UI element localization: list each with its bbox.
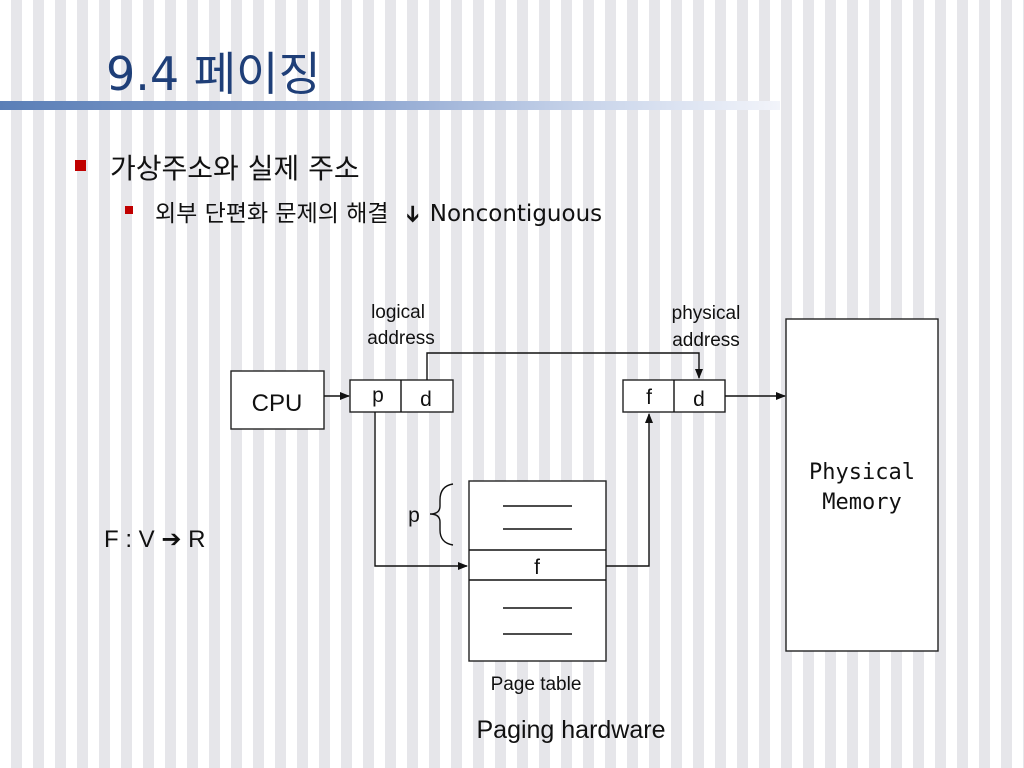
page-table-box: [468, 480, 607, 662]
logical-d-label: d: [420, 388, 432, 411]
logical-p-label: p: [372, 384, 384, 407]
physical-address-caption-line1: physical: [672, 303, 741, 324]
physical-memory-box: [785, 318, 939, 652]
noncontiguous-label: Noncontiguous: [429, 201, 603, 227]
physical-d-label: d: [693, 388, 705, 411]
page-index-brace: [429, 483, 454, 546]
frame-number-arrow: [606, 413, 653, 567]
logical-address-caption-line2: address: [367, 328, 435, 349]
physical-memory-label-line1: Physical: [809, 460, 915, 485]
physical-f-label: f: [646, 386, 652, 409]
arrow-right-icon: ➔: [161, 525, 182, 553]
diagram-caption: Paging hardware: [476, 716, 665, 744]
physical-memory-label-line2: Memory: [822, 490, 901, 515]
fv-text: F : V: [104, 526, 155, 553]
physical-address-caption-line2: address: [672, 330, 740, 351]
offset-d-arrow: [426, 352, 703, 380]
page-index-p-label: p: [408, 504, 420, 527]
bullet-virtual-real-address: 가상주소와 실제 주소: [110, 152, 360, 185]
mapping-formula: F : V ➔ R: [104, 525, 205, 554]
title-underline-bar: [0, 101, 780, 110]
cpu-box: [230, 370, 325, 430]
logical-address-caption-line1: logical: [371, 302, 425, 323]
bullet-sub-text: 외부 단편화 문제의 해결: [155, 201, 389, 227]
cpu-label: CPU: [252, 390, 303, 417]
bullet-marker-level2: [125, 206, 133, 214]
slide-title: 9.4 페이징: [106, 47, 321, 101]
page-table-label: Page table: [491, 674, 582, 695]
bullet-external-fragmentation: 외부 단편화 문제의 해결 ➔ Noncontiguous: [155, 194, 602, 228]
page-table-entry-f: f: [534, 556, 540, 579]
fv-result: R: [188, 526, 206, 553]
page-number-arrow: [374, 412, 468, 570]
bullet-marker-level1: [75, 160, 86, 171]
